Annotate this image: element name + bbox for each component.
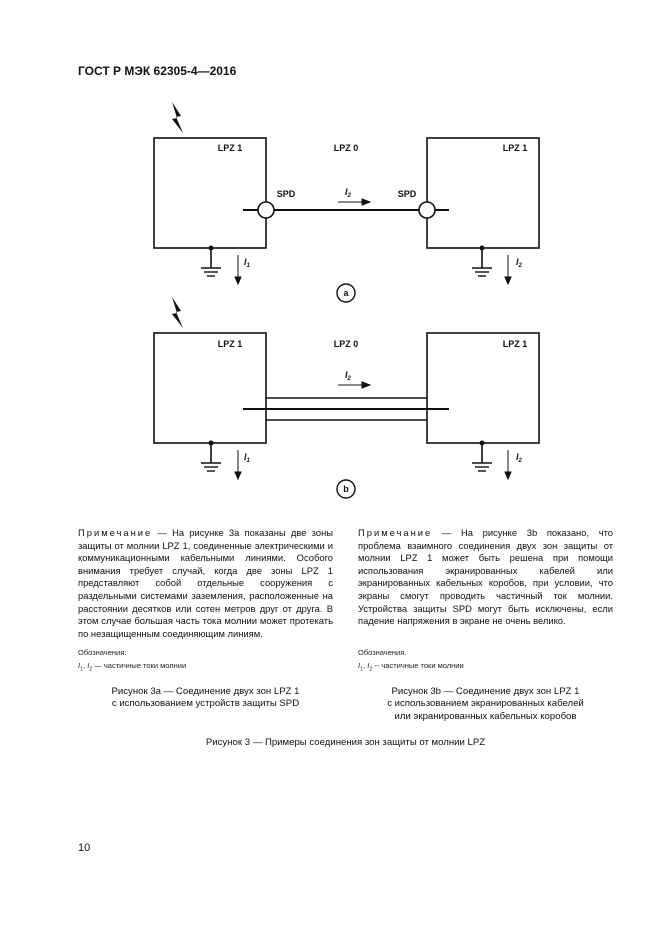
note-prefix: Примечание xyxy=(358,527,433,538)
building-left xyxy=(153,137,267,249)
arrow-down-right xyxy=(504,255,512,286)
note-prefix: Примечание xyxy=(78,527,153,538)
arrow-down-left xyxy=(234,255,242,286)
note-right: Примечание — На рисунке 3b показано, что… xyxy=(358,527,613,628)
document-header: ГОСТ Р МЭК 62305-4—2016 xyxy=(78,64,237,78)
diagram-b xyxy=(153,297,540,499)
legend-entry: I1, I2 -- частичные токи молнии xyxy=(358,661,464,673)
legend-title: Обозначения: xyxy=(78,648,127,657)
zone-label-right-b: LPZ 1 xyxy=(503,339,528,349)
legend-entry: I1, I2 — частичные токи молнии xyxy=(78,661,187,673)
legend-title: Обозначения. xyxy=(358,648,407,657)
page-number: 10 xyxy=(78,842,91,854)
arrow-right-mid xyxy=(338,198,372,206)
ground-icon-left xyxy=(201,267,221,277)
shielded-cable-duct xyxy=(243,397,449,421)
note-left: Примечание — На рисунке 3а показаны две … xyxy=(78,527,333,640)
zone-label-left-b: LPZ 1 xyxy=(218,339,243,349)
note-text: — На рисунке 3а показаны две зоны защиты… xyxy=(78,527,333,639)
spd-label-right: SPD xyxy=(398,189,417,199)
zone-label-outer-b: LPZ 0 xyxy=(334,339,359,349)
lightning-icon xyxy=(172,297,183,328)
note-text: — На рисунке 3b показано, что проблема в… xyxy=(358,527,613,627)
current-label-right-a: I2 xyxy=(516,257,523,269)
building-left xyxy=(153,332,267,444)
arrow-down-right xyxy=(504,450,512,481)
legend-left: Обозначения: I1, I2 — частичные токи мол… xyxy=(78,646,186,677)
building-right xyxy=(426,137,540,249)
lightning-icon xyxy=(172,102,183,133)
marker-circle-b xyxy=(336,479,356,499)
arrow-down-left xyxy=(234,450,242,481)
figure-caption-main: Рисунок 3 — Примеры соединения зон защит… xyxy=(205,737,486,748)
figure-caption-a: Рисунок 3а — Соединение двух зон LPZ 1 с… xyxy=(111,686,300,710)
current-label-mid-a: I2 xyxy=(345,187,352,199)
zone-label-left-a: LPZ 1 xyxy=(218,143,243,153)
current-label-left-a: I1 xyxy=(244,257,251,269)
spd-circle-left xyxy=(257,201,275,219)
figure-diagrams: LPZ 1 LPZ 0 LPZ 1 SPD SPD I2 I1 I2 a xyxy=(153,102,540,499)
current-label-right-b: I2 xyxy=(516,452,523,464)
marker-label-a: a xyxy=(343,288,349,298)
arrow-right-mid xyxy=(338,381,372,389)
zone-label-right-a: LPZ 1 xyxy=(503,143,528,153)
diagram-a xyxy=(153,102,540,303)
ground-icon-right xyxy=(472,267,492,277)
marker-circle-a xyxy=(336,283,356,303)
spd-label-left: SPD xyxy=(277,189,296,199)
legend-right: Обозначения. I1, I2 -- частичные токи мо… xyxy=(358,646,464,677)
building-right xyxy=(426,332,540,444)
current-label-left-b: I1 xyxy=(244,452,251,464)
figure-caption-b: Рисунок 3b — Соединение двух зон LPZ 1 с… xyxy=(387,686,584,722)
spd-circle-right xyxy=(418,201,436,219)
ground-icon-right xyxy=(472,462,492,472)
ground-icon-left xyxy=(201,462,221,472)
current-label-mid-b: I2 xyxy=(345,370,352,382)
marker-label-b: b xyxy=(343,484,349,494)
zone-label-outer-a: LPZ 0 xyxy=(334,143,359,153)
